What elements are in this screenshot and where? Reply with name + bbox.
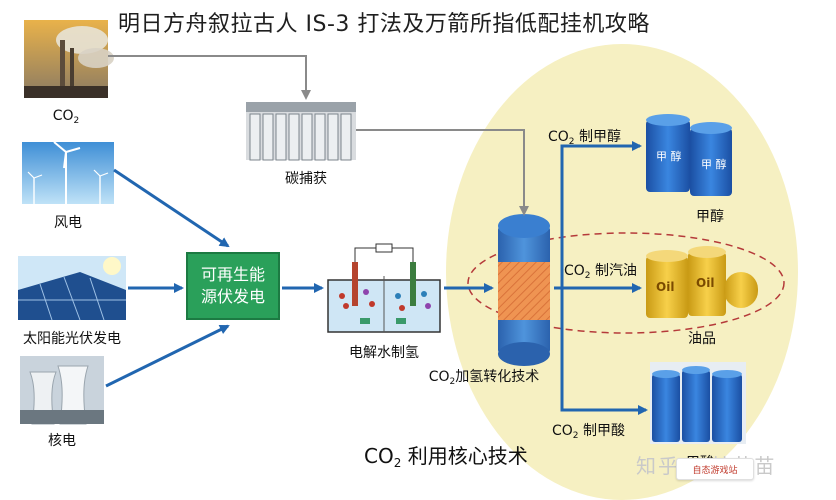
nuclear-label: 核电 <box>48 433 76 449</box>
route-label-gasoline: CO2 制汽油 <box>564 263 637 281</box>
carbon-capture-label: 碳捕获 <box>285 171 327 187</box>
electrolysis-cell-icon <box>327 243 441 333</box>
nuclear-plant-icon <box>20 356 104 425</box>
product-oil-label: 油品 <box>688 331 716 347</box>
oil-drum-text: Oil <box>656 280 675 294</box>
factory-smokestack-icon <box>24 20 114 98</box>
arrow-reactor-to-methanol <box>554 141 642 290</box>
methanol-drum-text-2: 甲 醇 <box>701 158 727 171</box>
arrow-capture-to-reactor <box>356 129 529 216</box>
route-label-formic-acid: CO2 制甲酸 <box>552 423 625 441</box>
diagram-caption: CO2 利用核心技术 <box>364 444 528 470</box>
solar-panel-icon <box>18 256 126 321</box>
electrolysis-label: 电解水制氢 <box>349 345 419 361</box>
methanol-drum-text: 甲 醇 <box>656 150 682 163</box>
route-label-methanol: CO2 制甲醇 <box>548 129 621 147</box>
arrow-reactor-to-formic-acid <box>560 288 648 415</box>
arrow-wind-to-renewable <box>113 168 230 248</box>
highlight-dashed-ellipse <box>467 232 785 334</box>
oil-drum-text-2: Oil <box>696 276 715 290</box>
page-title: 明日方舟叙拉古人 IS-3 打法及万箭所指低配挂机攻略 <box>118 12 650 37</box>
reactor-column-icon <box>498 214 550 366</box>
arrow-co2-to-capture <box>108 55 311 100</box>
product-methanol-label: 甲醇 <box>696 209 724 225</box>
methanol-drum-icon <box>646 114 732 196</box>
co2-source-label: CO2 <box>52 108 80 126</box>
watermark-badge: 自态游戏站 <box>676 458 754 480</box>
solar-label: 太阳能光伏发电 <box>23 331 121 347</box>
wind-turbine-icon <box>22 141 114 204</box>
formic-acid-drum-icon <box>650 362 746 444</box>
wind-label: 风电 <box>54 215 82 231</box>
carbon-capture-icon <box>246 102 356 161</box>
reactor-label: CO2加氢转化技术 <box>428 369 540 387</box>
oil-drum-icon <box>646 246 758 318</box>
arrow-nuclear-to-renewable <box>105 324 230 388</box>
renewable-power-box: 可再生能源伏发电 <box>186 252 280 320</box>
